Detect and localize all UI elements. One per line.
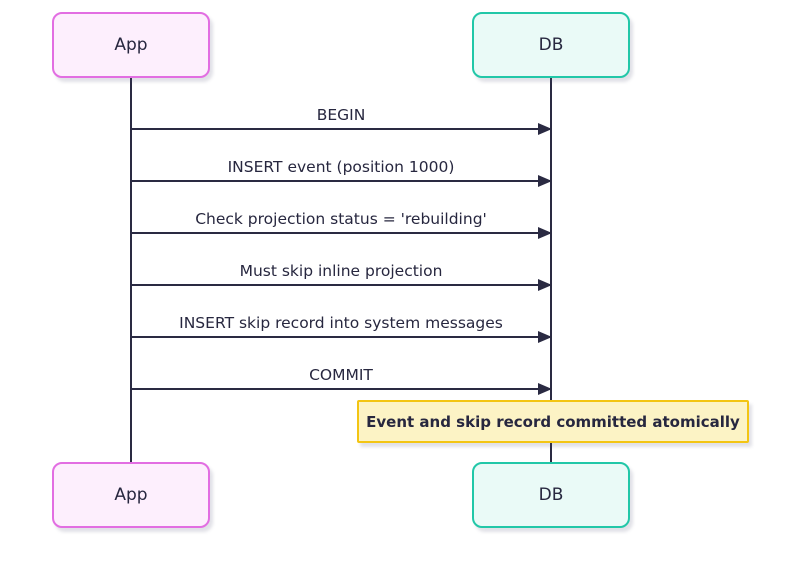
actor-db-top-label: DB: [538, 35, 564, 55]
actor-db-bottom: DB: [472, 462, 630, 528]
arrowhead-icon: [538, 279, 552, 291]
message-insert-event: INSERT event (position 1000): [131, 156, 552, 187]
note-atomic-commit: Event and skip record committed atomical…: [357, 400, 749, 443]
arrowhead-icon: [538, 227, 552, 239]
actor-app-bottom: App: [52, 462, 210, 528]
lifeline-db: [550, 78, 552, 462]
lifeline-app: [130, 78, 132, 462]
note-label: Event and skip record committed atomical…: [366, 412, 740, 431]
message-arrow-line: [131, 336, 550, 338]
message-label: INSERT skip record into system messages: [179, 314, 503, 332]
arrowhead-icon: [538, 175, 552, 187]
message-label: Must skip inline projection: [239, 262, 443, 280]
message-label: COMMIT: [309, 366, 373, 384]
actor-app-bottom-label: App: [114, 485, 148, 505]
message-label: INSERT event (position 1000): [227, 158, 455, 176]
message-arrow-line: [131, 232, 550, 234]
actor-app-top-label: App: [114, 35, 148, 55]
message-arrow-line: [131, 284, 550, 286]
message-commit: COMMIT: [131, 364, 552, 395]
message-begin: BEGIN: [131, 104, 552, 135]
actor-app-top: App: [52, 12, 210, 78]
message-insert-skip-record: INSERT skip record into system messages: [131, 312, 552, 343]
message-label: BEGIN: [316, 106, 366, 124]
message-arrow-line: [131, 128, 550, 130]
actor-db-top: DB: [472, 12, 630, 78]
message-skip-projection: Must skip inline projection: [131, 260, 552, 291]
message-label: Check projection status = 'rebuilding': [195, 210, 487, 228]
actor-db-bottom-label: DB: [538, 485, 564, 505]
message-arrow-line: [131, 388, 550, 390]
message-check-status: Check projection status = 'rebuilding': [131, 208, 552, 239]
arrowhead-icon: [538, 123, 552, 135]
message-arrow-line: [131, 180, 550, 182]
arrowhead-icon: [538, 383, 552, 395]
arrowhead-icon: [538, 331, 552, 343]
